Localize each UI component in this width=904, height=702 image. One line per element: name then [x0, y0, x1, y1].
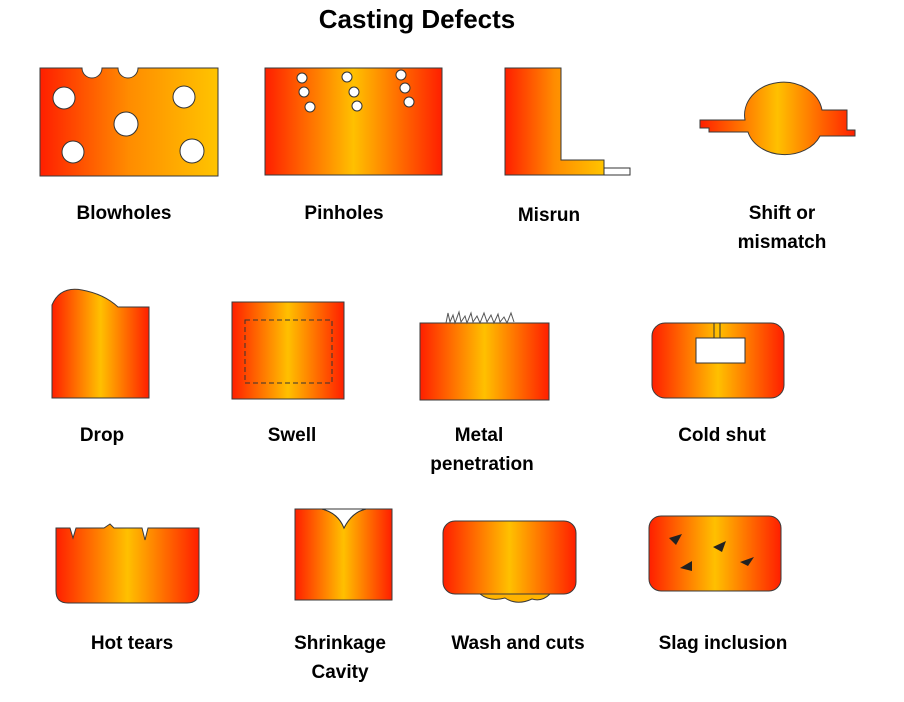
defect-label-slag-inclusion: Slag inclusion — [658, 633, 788, 654]
shrinkage-cavity-illustration — [294, 508, 393, 601]
misrun-illustration — [504, 67, 631, 176]
slag-inclusion-illustration — [648, 515, 782, 592]
pinholes-illustration — [264, 67, 443, 176]
defect-label-shift-or-mismatch: Shift or mismatch — [737, 203, 827, 253]
drop-illustration — [51, 288, 150, 399]
defect-label-metal-penetration: Metal penetration — [430, 425, 534, 475]
wash-and-cuts-illustration — [442, 520, 577, 603]
shift-illustration — [699, 81, 856, 156]
defect-label-shrinkage-cavity: Shrinkage Cavity — [294, 633, 386, 683]
metal-penetration-illustration — [419, 310, 550, 401]
defect-label-blowholes: Blowholes — [76, 203, 172, 224]
swell-illustration — [231, 301, 345, 400]
hot-tears-illustration — [55, 523, 200, 604]
blowholes-illustration — [39, 67, 219, 177]
defect-label-swell: Swell — [267, 425, 317, 446]
defect-label-wash-and-cuts: Wash and cuts — [451, 633, 585, 654]
defect-label-hot-tears: Hot tears — [90, 633, 174, 654]
cold-shut-illustration — [651, 322, 785, 399]
defect-label-cold-shut: Cold shut — [678, 425, 766, 446]
defect-label-drop: Drop — [79, 425, 125, 446]
defect-label-misrun: Misrun — [517, 205, 581, 226]
diagram-title: Casting Defects — [318, 4, 516, 34]
defect-label-pinholes: Pinholes — [304, 203, 384, 224]
